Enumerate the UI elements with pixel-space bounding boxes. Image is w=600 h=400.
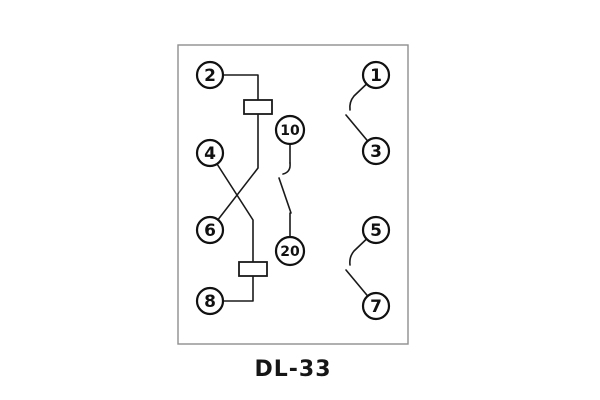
terminal-5-label: 5 [370,221,382,241]
contact-hook-1 [349,74,377,111]
terminal-8-label: 8 [204,292,216,312]
terminal-4-circle [195,138,225,168]
terminal-8-circle [195,286,225,316]
terminal-1: 1 [361,60,391,90]
contact-hook-5 [349,229,377,266]
terminal-2: 2 [195,60,225,90]
terminal-6: 6 [195,215,225,245]
contact-blade-10-20 [278,177,292,214]
terminal-2-circle [195,60,225,90]
terminal-10: 10 [274,114,306,146]
coil-symbol-bottom [238,261,268,277]
contact-hook-10 [282,162,291,175]
terminal-20-label: 20 [280,244,300,260]
coil-symbol-top [243,99,273,115]
terminal-7-circle [361,291,391,321]
wire-coil1-to-terminal6 [209,106,259,231]
terminal-10-label: 10 [280,123,300,139]
terminal-6-label: 6 [204,221,216,241]
terminal-2-label: 2 [204,66,216,86]
terminal-8: 8 [195,286,225,316]
terminal-7-label: 7 [370,297,382,317]
terminal-10-circle [274,114,306,146]
model-label: DL-33 [254,357,331,382]
terminal-4-label: 4 [204,144,216,164]
terminal-3-circle [361,136,391,166]
terminal-1-label: 1 [370,66,382,86]
terminal-5: 5 [361,215,391,245]
terminal-20: 20 [274,235,306,267]
wire-coil2-to-terminal8 [209,268,254,302]
terminal-3: 3 [361,136,391,166]
terminal-1-circle [361,60,391,90]
terminal-5-circle [361,215,391,245]
wire-terminal4-to-coil2 [209,152,254,270]
terminal-7: 7 [361,291,391,321]
wire-terminal2-to-coil1 [209,74,259,108]
relay-case-outline [177,44,409,345]
terminal-3-label: 3 [370,142,382,162]
terminal-20-circle [274,235,306,267]
terminal-4: 4 [195,138,225,168]
terminal-6-circle [195,215,225,245]
